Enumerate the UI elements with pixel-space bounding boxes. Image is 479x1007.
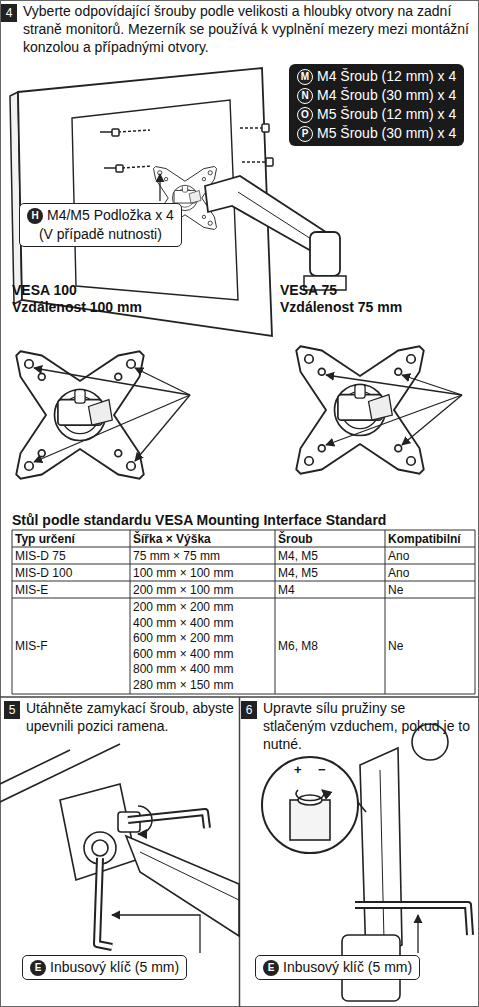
label-text: 200 mm × 200 mm [133,600,233,614]
label-text: VESA 75 [280,282,337,298]
label-text: + [294,762,302,777]
step-panel: 6 Upravte sílu pružiny se stlačeným vzduc… [237,697,476,1007]
step-number: 4 [1,4,17,22]
label-text: Vzdálenost 75 mm [280,299,402,315]
label-text: 600 mm × 400 mm [133,647,233,661]
part-letter: E [263,960,279,976]
part-letter: P [297,126,313,142]
label-text: VESA 100 [12,282,77,298]
part-letter: N [297,88,313,104]
parts-row: PM5 Šroub (30 mm) x 4 [297,124,456,143]
label-text: 400 mm × 400 mm [133,616,233,630]
instruction-text: Utáhněte zamykací šroub, abyste upevnili… [26,699,234,735]
part-name: Inbusový klíč (5 mm) [283,959,412,975]
part-name: M5 Šroub (12 mm) x 4 [317,106,456,122]
label-text: Šroub [278,532,313,546]
part-note: (V případě nutnosti) [27,225,174,244]
label-text: − [318,762,326,777]
label-text: MIS-E [15,583,48,597]
instruction-text: Vyberte odpovídající šrouby podle veliko… [23,2,471,56]
label-text: Ne [388,583,403,597]
part-letter: E [30,960,46,976]
label-text: Ne [388,639,403,653]
label-text: M4 [278,583,295,597]
part-letter: O [297,107,313,123]
label-text: Vzdálenost 100 mm [12,299,142,315]
parts-callout: MM4 Šroub (12 mm) x 4NM4 Šroub (30 mm) x… [289,64,464,146]
label-text: 200 mm × 100 mm [133,583,233,597]
label-text: 75 mm × 75 mm [133,549,220,563]
part-name: Inbusový klíč (5 mm) [50,959,179,975]
label-text: MIS-F [15,639,48,653]
label-text: 800 mm × 400 mm [133,662,233,676]
part-name: M5 Šroub (30 mm) x 4 [317,125,456,141]
parts-row: OM5 Šroub (12 mm) x 4 [297,105,456,124]
label-text: Ano [388,549,409,563]
tool-callout: EInbusový klíč (5 mm) [22,955,187,980]
label-text: M4, M5 [278,566,318,580]
label-text: Kompatibilní [388,532,461,546]
label-text: Typ určení [15,532,75,546]
label-text: Stůl podle standardu VESA Mounting Inter… [12,512,386,528]
label-text: 280 mm × 150 mm [133,678,233,692]
part-letter: M [297,69,313,85]
step-panel: 4 Vyberte odpovídající šrouby podle velik… [0,0,476,697]
part-name: M4 Šroub (12 mm) x 4 [317,68,456,84]
label-text: MIS-D 75 [15,549,66,563]
parts-row: MM4 Šroub (12 mm) x 4 [297,67,456,86]
step-number: 6 [241,701,257,719]
label-text: 600 mm × 200 mm [133,631,233,645]
parts-row: NM4 Šroub (30 mm) x 4 [297,86,456,105]
part-name: M4/M5 Podložka x 4 [47,207,174,223]
parts-callout: HM4/M5 Podložka x 4(V případě nutnosti) [19,203,182,247]
parts-row: HM4/M5 Podložka x 4 [27,206,174,225]
label-text: 100 mm × 100 mm [133,566,233,580]
part-name: M4 Šroub (30 mm) x 4 [317,87,456,103]
label-text: Šířka × Výška [133,532,211,546]
step-number: 5 [4,701,20,719]
label-text: M4, M5 [278,549,318,563]
label-text: Ano [388,566,409,580]
tool-callout: EInbusový klíč (5 mm) [255,955,420,980]
step-panel: 5 Utáhněte zamykací šroub, abyste upevnil… [0,697,240,1007]
instruction-text: Upravte sílu pružiny se stlačeným vzduch… [263,699,471,753]
label-text: MIS-D 100 [15,566,72,580]
part-letter: H [27,208,43,224]
label-text: M6, M8 [278,639,318,653]
